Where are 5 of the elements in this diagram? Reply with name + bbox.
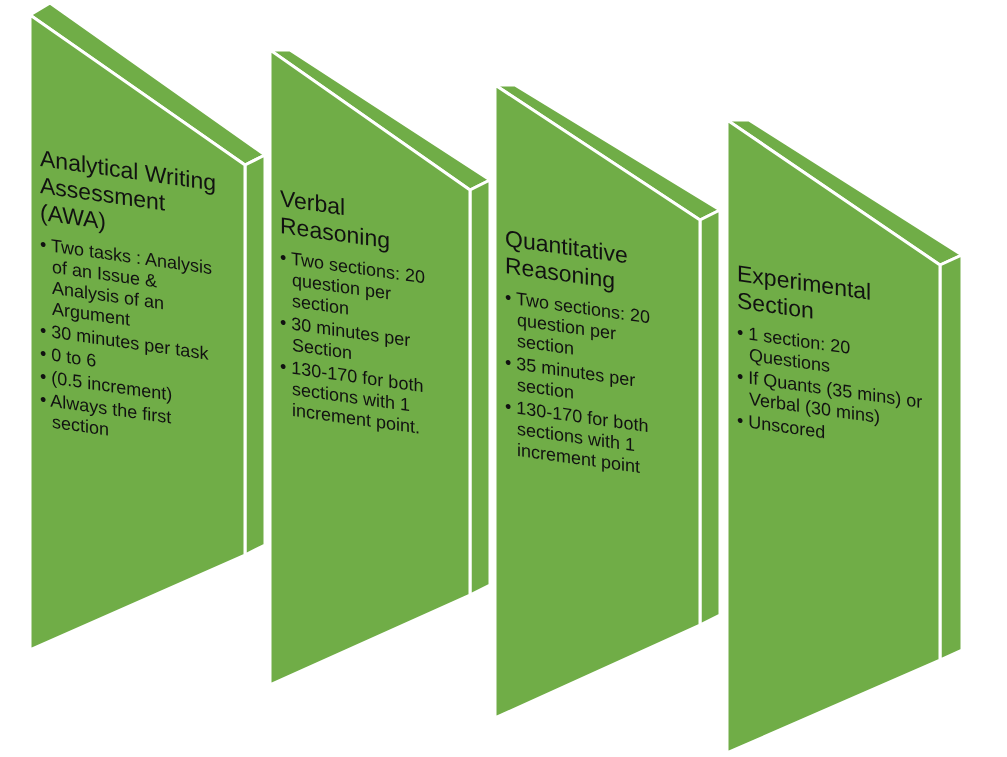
panel-heading: Quantitative Reasoning [505, 225, 629, 294]
bullet-text: • 0 to 6 [40, 343, 97, 371]
panel-heading: Experimental Section [737, 260, 873, 326]
panel-heading: Analytical Writing Assessment (AWA) [40, 145, 217, 237]
panel-heading: Verbal Reasoning [280, 185, 391, 254]
